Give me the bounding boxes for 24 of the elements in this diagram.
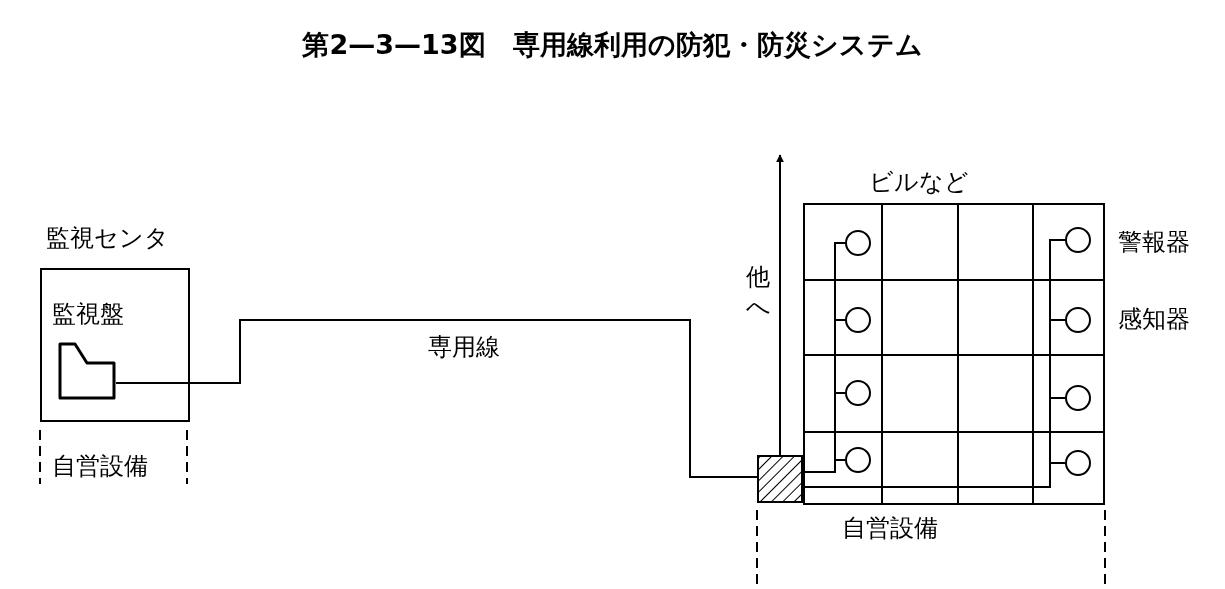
device-circle — [845, 307, 871, 333]
edge-label: 専用線 — [428, 333, 500, 361]
scope-label: 自営設備 — [842, 514, 938, 542]
edge-label: 他へ — [746, 262, 772, 322]
building-heading: ビルなど — [869, 168, 969, 196]
device-circle — [1065, 307, 1091, 333]
device-circle — [1065, 227, 1091, 253]
connector-line — [802, 459, 846, 473]
figure-title: 第2—3—13図 専用線利用の防犯・防災システム — [301, 28, 924, 62]
connector-line — [115, 319, 758, 478]
device-circle — [845, 447, 871, 473]
callout-label: 感知器 — [1118, 305, 1190, 333]
junction-box — [757, 455, 803, 503]
device-circle — [845, 380, 871, 406]
device-circle — [1065, 450, 1091, 476]
scope-label: 自営設備 — [52, 452, 148, 480]
panel-label: 監視盤 — [52, 300, 124, 328]
callout-label: 警報器 — [1118, 228, 1190, 256]
center-heading: 監視センタ — [46, 224, 169, 252]
connector-line — [802, 462, 1066, 488]
device-circle — [845, 230, 871, 256]
device-circle — [1065, 385, 1091, 411]
arrow — [776, 154, 784, 456]
console-panel — [50, 300, 122, 402]
